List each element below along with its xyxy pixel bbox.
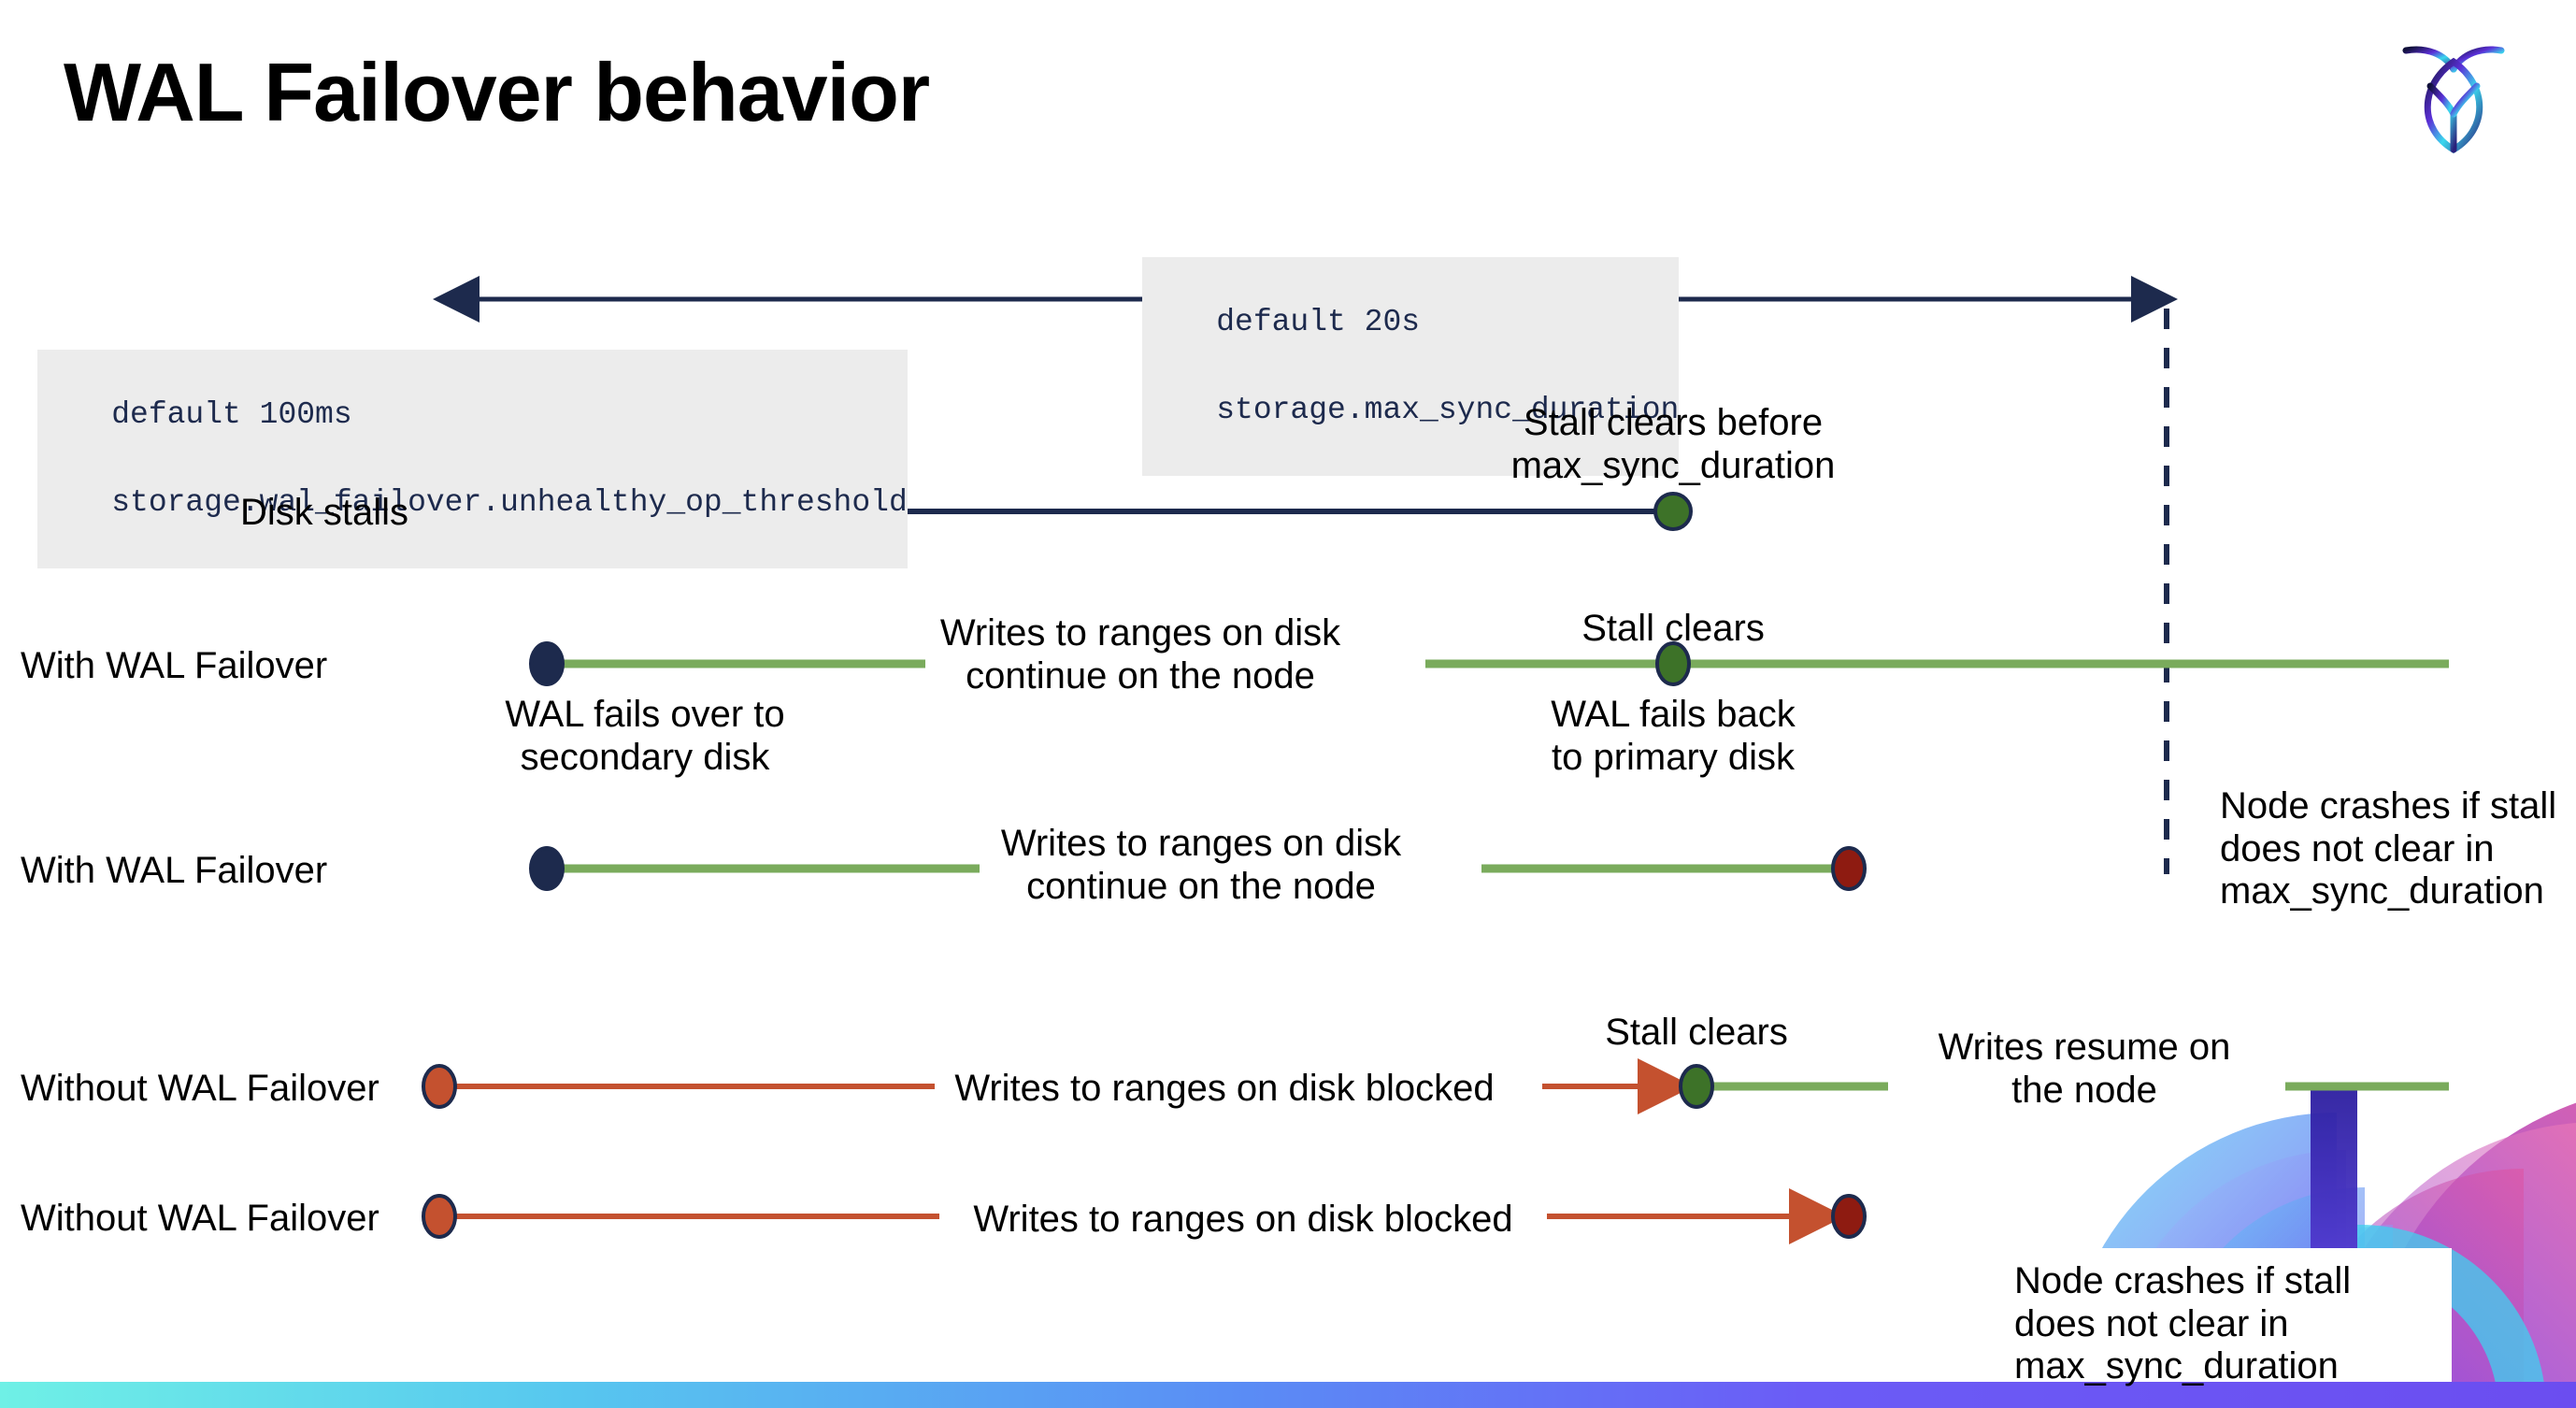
note-writes-blocked-1: Writes to ranges on disk blocked [954,1068,1495,1109]
row-without-wal-failover-2-track [422,1188,1867,1244]
annotation-unhealthy-op-threshold: default 100ms storage.wal_failover.unhea… [37,350,908,569]
row-with-wal-failover-1-track [529,641,2449,686]
annotation-max-sync-duration: default 20s storage.max_sync_duration [1142,257,1680,477]
row-without-wal-failover-1-track [422,1058,2449,1114]
page-title: WAL Failover behavior [64,46,930,138]
note-stall-clears-2: Stall clears [1605,1012,1788,1053]
row-label-without-wal-failover-2: Without WAL Failover [21,1198,379,1239]
annotation-unhealthy-line2: storage.wal_failover.unhealthy_op_thresh… [111,481,908,525]
cockroachdb-logo-icon [2393,28,2514,159]
bottom-gradient-strip [0,1382,2576,1408]
note-stall-clears-1: Stall clears [1581,608,1765,649]
note-wal-fails-over: WAL fails over to secondary disk [505,694,785,778]
row-label-without-wal-failover-1: Without WAL Failover [21,1068,379,1109]
deco-whitebox-overlay [1989,1248,2452,1384]
note-node-crashes-1: Node crashes if stall does not clear in … [2220,785,2557,912]
annotation-max-sync-line1: default 20s [1216,300,1421,345]
note-writes-continue-1: Writes to ranges on disk continue on the… [939,612,1341,697]
note-writes-continue-2: Writes to ranges on disk continue on the… [1000,823,1402,907]
note-stall-clears-before: Stall clears before max_sync_duration [1510,402,1836,486]
annotation-max-sync-line2: storage.max_sync_duration [1216,388,1680,433]
note-writes-blocked-2: Writes to ranges on disk blocked [973,1199,1513,1240]
annotation-unhealthy-line1: default 100ms [111,393,352,438]
note-node-crashes-2: Node crashes if stall does not clear in … [2014,1260,2352,1387]
row-label-with-wal-failover-2: With WAL Failover [21,850,328,891]
note-wal-fails-back: WAL fails back to primary disk [1551,694,1796,778]
row-label-with-wal-failover-1: With WAL Failover [21,645,328,686]
note-writes-resume: Writes resume on the node [1938,1027,2231,1111]
row-with-wal-failover-2-track [529,846,1867,891]
row-label-disk-stalls: Disk stalls [239,492,408,533]
